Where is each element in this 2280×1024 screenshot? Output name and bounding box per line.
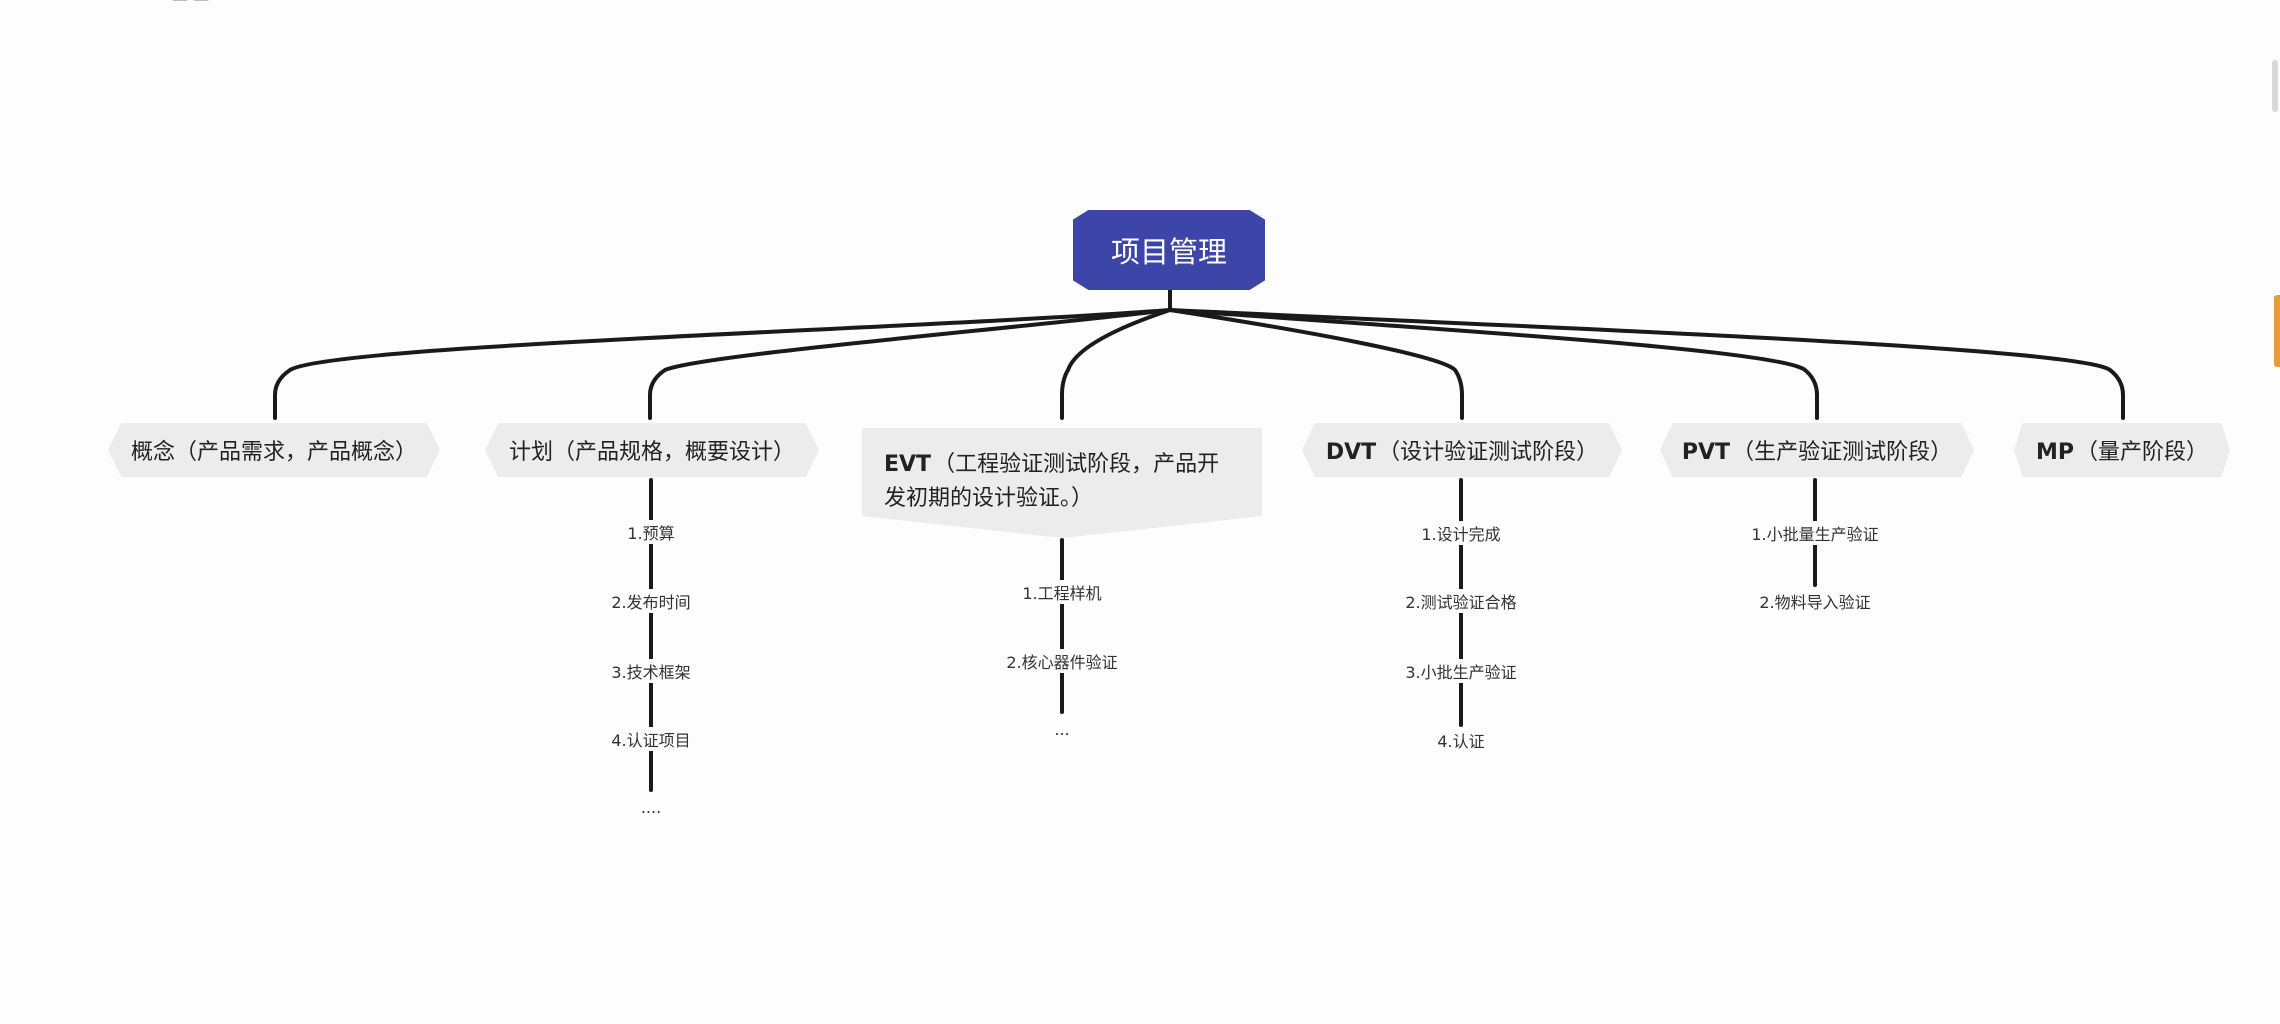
link-root-concept [273,308,1172,420]
cropped-corner-text: — — [172,0,209,9]
scrollbar-thumb[interactable] [2272,60,2278,112]
branch-dvt-label: （设计验证测试阶段） [1378,440,1599,465]
plan-child-1[interactable]: 1.预算 [624,520,678,544]
branch-plan-label: 计划（产品规格，概要设计） [508,440,795,465]
link-root-dvt [1168,308,1464,420]
plan-child-4[interactable]: 4.认证项目 [608,727,694,751]
branch-concept-label: 概念（产品需求，产品概念） [130,440,417,465]
plan-child-5[interactable]: .... [637,798,665,817]
branch-dvt-text: DVT（设计验证测试阶段） [1326,434,1598,466]
branch-mp-prefix: MP [2035,440,2074,465]
branch-mp-text: MP（量产阶段） [2036,434,2208,466]
dvt-child-2[interactable]: 2.测试验证合格 [1402,589,1520,613]
link-root-pvt [1168,308,1819,420]
plan-child-3[interactable]: 3.技术框架 [608,659,694,683]
branch-evt-text: EVT（工程验证测试阶段，产品开发初期的设计验证。） [884,448,1240,516]
root-node[interactable]: 项目管理 [1073,210,1265,290]
evt-child-2[interactable]: 2.核心器件验证 [1003,649,1121,673]
pvt-child-2[interactable]: 2.物料导入验证 [1756,589,1874,613]
branch-dvt-prefix: DVT [1325,440,1377,465]
link-root-evt [1060,308,1172,420]
branch-evt-prefix: EVT [884,452,932,477]
branch-evt[interactable]: EVT（工程验证测试阶段，产品开发初期的设计验证。） [862,428,1262,538]
dvt-child-4[interactable]: 4.认证 [1434,728,1488,752]
branch-dvt[interactable]: DVT（设计验证测试阶段） [1302,423,1622,477]
plan-child-2[interactable]: 2.发布时间 [608,589,694,613]
branch-pvt[interactable]: PVT（生产验证测试阶段） [1660,423,1974,477]
dvt-child-1[interactable]: 1.设计完成 [1418,521,1504,545]
dvt-child-3[interactable]: 3.小批生产验证 [1402,659,1520,683]
side-panel-handle[interactable] [2274,295,2280,367]
branch-pvt-prefix: PVT [1681,440,1731,465]
evt-child-1[interactable]: 1.工程样机 [1019,580,1105,604]
branch-mp[interactable]: MP（量产阶段） [2014,423,2230,477]
branch-mp-label: （量产阶段） [2076,440,2209,465]
link-root-plan [648,308,1172,420]
branch-concept[interactable]: 概念（产品需求，产品概念） [108,423,440,477]
link-root-mp [1168,308,2125,420]
branch-evt-label: （工程验证测试阶段，产品开发初期的设计验证。） [884,452,1220,511]
pvt-child-1[interactable]: 1.小批量生产验证 [1748,521,1882,545]
branch-pvt-label: （生产验证测试阶段） [1732,440,1953,465]
evt-child-3[interactable]: ... [1051,720,1073,739]
branch-plan[interactable]: 计划（产品规格，概要设计） [485,423,819,477]
root-label: 项目管理 [1110,235,1227,269]
branch-pvt-text: PVT（生产验证测试阶段） [1682,434,1952,466]
